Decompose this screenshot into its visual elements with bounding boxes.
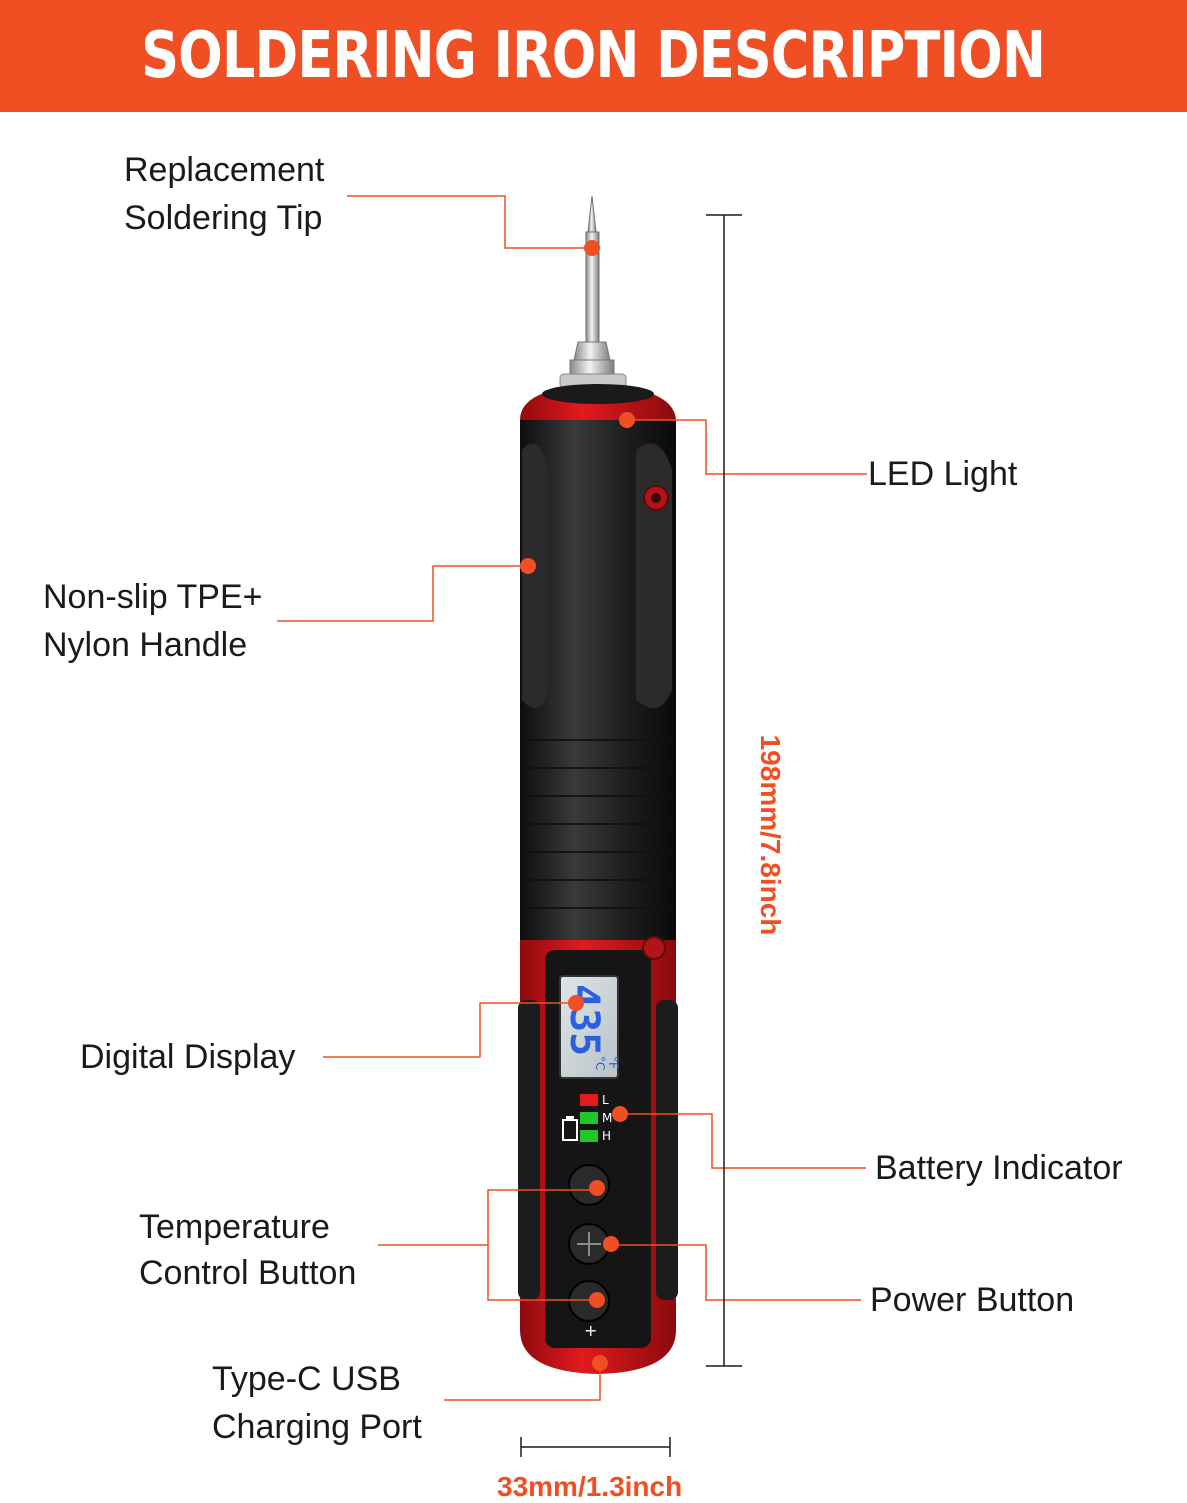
label-line: Nylon Handle (43, 626, 248, 664)
label-line: Control Button (139, 1254, 357, 1292)
battery-bar-mid (580, 1112, 598, 1124)
battery-icon (562, 1116, 578, 1141)
digital-display: 435 °C °F (559, 975, 620, 1079)
battery-bar-high (580, 1130, 598, 1142)
label-line: Non-slip TPE+ (43, 578, 263, 616)
label-digital-display: Digital Display (80, 1033, 295, 1081)
display-unit-c: °C (593, 1056, 607, 1070)
label-line: Soldering Tip (124, 199, 323, 237)
battery-label-h: H (602, 1129, 611, 1143)
power-icon (577, 1232, 601, 1256)
battery-label-l: L (602, 1093, 609, 1107)
label-line: LED Light (868, 455, 1018, 493)
label-led-light: LED Light (868, 450, 1017, 498)
display-value: 435 (561, 984, 607, 1056)
length-dimension: 198mm/7.8inch (755, 734, 786, 936)
label-line: Temperature (139, 1208, 330, 1246)
callout-dots (520, 240, 635, 1371)
label-temperature-control: Temperature Control Button (139, 1204, 356, 1296)
width-dimension: 33mm/1.3inch (497, 1471, 683, 1502)
label-replacement-tip: Replacement Soldering Tip (124, 146, 324, 242)
control-buttons: + (568, 1164, 610, 1340)
label-battery-indicator: Battery Indicator (875, 1144, 1123, 1192)
banner-title: SOLDERING IRON DESCRIPTION (141, 19, 1047, 93)
battery-indicator: L M H (562, 1093, 612, 1143)
label-handle: Non-slip TPE+ Nylon Handle (43, 573, 263, 669)
title-banner: SOLDERING IRON DESCRIPTION (0, 0, 1187, 112)
handle-body (520, 420, 676, 940)
plus-button (568, 1280, 610, 1322)
battery-label-m: M (602, 1111, 612, 1125)
display-unit-f: °F (606, 1056, 620, 1069)
label-line: Charging Port (212, 1408, 422, 1446)
plus-symbol: + (584, 1321, 597, 1340)
battery-bar-low (580, 1094, 598, 1106)
label-line: Battery Indicator (875, 1149, 1123, 1187)
label-line: Type-C USB (212, 1360, 401, 1398)
label-line: Digital Display (80, 1038, 296, 1076)
leader-lines (277, 195, 867, 1401)
dimension-lines (520, 214, 742, 1457)
label-usb-port: Type-C USB Charging Port (212, 1355, 422, 1451)
label-power-button: Power Button (870, 1276, 1074, 1324)
label-line: Replacement (124, 151, 325, 189)
label-line: Power Button (870, 1281, 1075, 1319)
soldering-tip (559, 195, 627, 389)
